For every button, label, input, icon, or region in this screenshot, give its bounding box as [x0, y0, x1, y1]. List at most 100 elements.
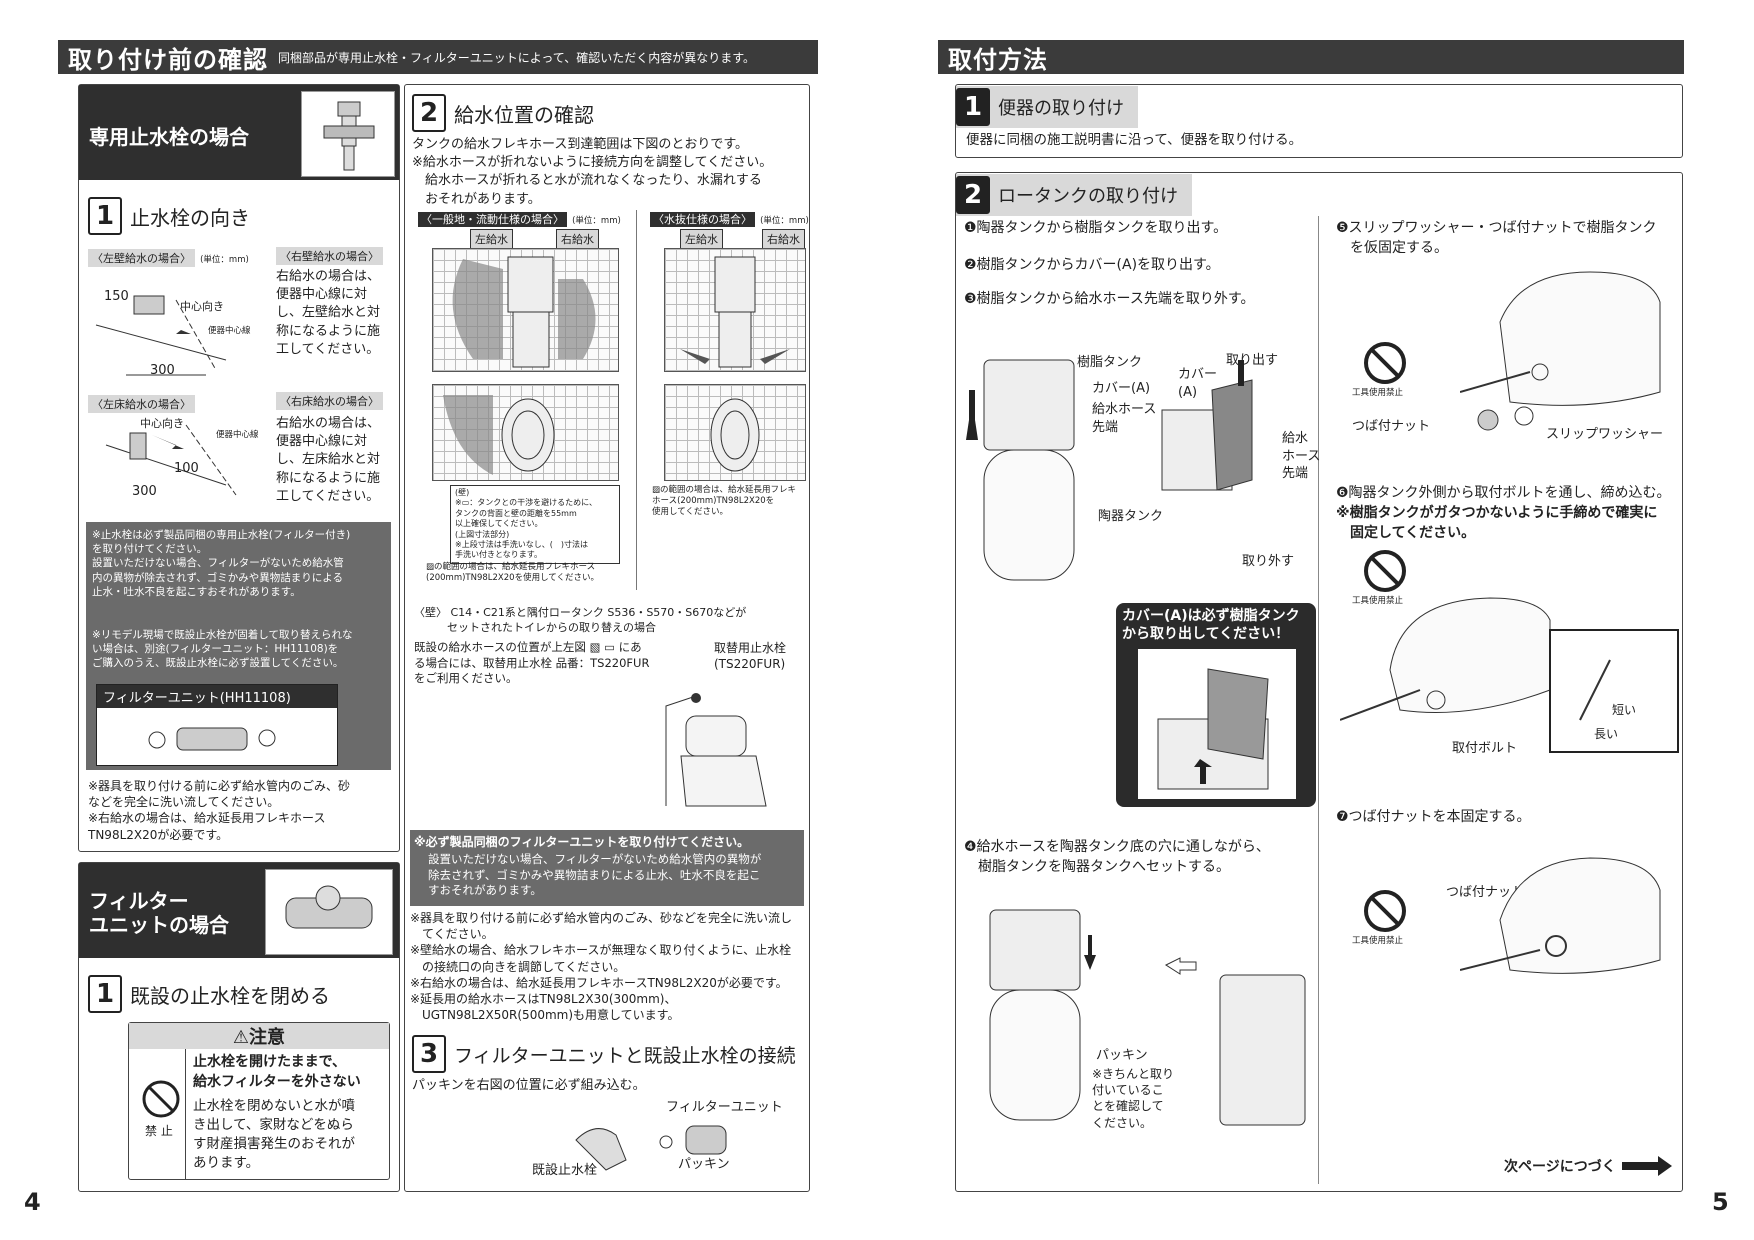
cover-removal-icon [1157, 668, 1269, 790]
filter-unit-image [265, 869, 393, 955]
step2-frame [404, 84, 810, 1192]
step2-title: 給水位置の確認 [454, 102, 594, 127]
no-tool-label: 工具使用禁止 [1352, 388, 1404, 398]
next-page-text: 次ページにつづく [1504, 1159, 1616, 1175]
step3-text: パッキンを右図の位置に必ず組み込む。 [412, 1078, 646, 1093]
diag2-unit: (単位：mm) [760, 216, 809, 226]
center-line-label: 便器中心線 [208, 326, 251, 336]
case-b-title: フィルター ユニットの場合 [89, 889, 229, 937]
instr-5: ❺スリップワッシャー・つば付ナットで樹脂タンク を仮固定する。 [1336, 220, 1657, 256]
tank-set-diagram [989, 909, 1306, 1126]
caution-divider [185, 1049, 186, 1179]
filter-unit-icon-2 [285, 885, 373, 929]
diag1-toilet-plan [443, 395, 555, 475]
dim-300a: 300 [150, 363, 175, 378]
right-page-header: 取付方法 [938, 40, 1684, 74]
cover-callout: カバー(A)は必ず樹脂タンク から取り出してください！ [1116, 603, 1316, 807]
washer-nut-icon [1477, 406, 1534, 431]
filter-unit-label: フィルターユニット(HH11108) [97, 685, 337, 708]
step1-heading: 1 止水栓の向き [88, 197, 250, 235]
diag2-note: ▨の範囲の場合は、給水延長用フレキ ホース(200mm)TN98L2X20を 使… [652, 485, 797, 518]
step2-heading: 2 給水位置の確認 [412, 94, 594, 132]
dim-150: 150 [104, 289, 129, 304]
no-tool-label-3: 工具使用禁止 [1352, 936, 1404, 946]
step2-number: 2 [412, 94, 446, 132]
instr-2: ❷樹脂タンクからカバー(A)を取り出す。 [964, 257, 1220, 273]
left-page-header: 取り付け前の確認 同梱部品が専用止水栓・フィルターユニットによって、確認いただく… [58, 40, 818, 74]
stop-valve-image [301, 91, 395, 177]
caution-bold: 止水栓を開けたままで、 給水フィルターを外さない [193, 1054, 361, 1090]
r-step1-text: 便器に同梱の施工説明書に沿って、便器を取り付ける。 [966, 132, 1303, 148]
no-tool-icon-2 [1364, 550, 1406, 592]
left-page-number: 4 [24, 1188, 41, 1216]
right-arrow-icon [1621, 1156, 1672, 1176]
lbl-ceramic-tank: 陶器タンク [1098, 509, 1164, 524]
case-b-frame [78, 862, 400, 1192]
diag1-left-supply: 左給水 [470, 229, 513, 249]
step3-heading: 3 フィルターユニットと既設止水栓の接続 [412, 1035, 796, 1073]
diag1-grid-top [432, 248, 619, 372]
step3-connection-diagram [575, 1125, 727, 1171]
step2-intro: タンクの給水フレキホース到達範囲は下図のとおりです。 ※給水ホースが折れないよう… [412, 137, 773, 207]
r-step2-number: 2 [956, 176, 990, 214]
lbl-packing: パッキン [1096, 1048, 1148, 1063]
no-tool-label-2: 工具使用禁止 [1352, 596, 1404, 606]
filter-note-box: ※止水栓は必ず製品同梱の専用止水栓(フィルター付き) を取り付けてください。 設… [86, 522, 391, 770]
diag2-grid-bottom [664, 384, 806, 481]
center-line-label-2: 便器中心線 [216, 430, 259, 440]
left-floor-tag: 〈左床給水の場合〉 [88, 395, 195, 413]
case-a-title: 専用止水栓の場合 [89, 125, 249, 149]
instr-3: ❸樹脂タンクから給水ホース先端を取り外す。 [964, 291, 1255, 307]
diag2-right-supply: 右給水 [762, 229, 805, 249]
case-b-header: フィルター ユニットの場合 [79, 863, 399, 958]
bolt-diagram [1340, 597, 1679, 753]
left-header-title: 取り付け前の確認 [68, 45, 268, 74]
instr-7: ❼つば付ナットを本固定する。 [1336, 809, 1531, 825]
r-step1-frame [955, 84, 1683, 158]
r-step2-title: ロータンクの取り付け [998, 186, 1178, 207]
diag1-title-text: 〈一般地・流動仕様の場合〉 [418, 212, 567, 227]
stepB1-title: 既設の止水栓を閉める [130, 983, 330, 1008]
instr-6: ❻陶器タンク外側から取付ボルトを通し、締め込む。 [1336, 485, 1671, 501]
lbl-flange-nut-2: つば付ナット [1446, 885, 1525, 900]
lbl-cover-a-2: カバー (A) [1178, 367, 1218, 400]
center-direction-label: 中心向き [180, 300, 224, 313]
left-note-after: ※器具を取り付ける前に必ず給水管内のごみ、砂 などを完全に洗い流してください。 … [88, 779, 351, 842]
cover-callout-image [1138, 649, 1296, 799]
diag1-grid-bottom [432, 384, 619, 481]
case-a-frame [78, 84, 400, 852]
step3-label-valve: 既設止水栓 [532, 1163, 598, 1178]
case-a-header: 専用止水栓の場合 [79, 85, 399, 180]
lbl-slip-washer: スリップワッシャー [1546, 427, 1664, 442]
diag-divider [636, 210, 637, 590]
diag1-right-supply: 右給水 [556, 229, 599, 249]
step3-title: フィルターユニットと既設止水栓の接続 [454, 1044, 796, 1067]
lbl-take-out: 取り出す [1226, 353, 1279, 368]
step2-gray-note-text: 設置いただけない場合、フィルターがないため給水管内の異物が 除去されず、ゴミかみ… [428, 852, 762, 898]
instr-6-note: ※樹脂タンクがガタつかないように手締めで確実に 固定してください。 [1336, 505, 1658, 541]
right-wall-text: 右給水の場合は、 便器中心線に対 し、左壁給水と対 称になるように施 工してくだ… [276, 269, 381, 357]
instr-4: ❹給水ホースを陶器タンク底の穴に通しながら、 樹脂タンクを陶器タンクへセットする… [964, 839, 1270, 875]
diag2-grid-top [664, 248, 806, 372]
left-wall-diagram [95, 295, 227, 376]
left-wall-label: 〈左壁給水の場合〉 [88, 249, 195, 267]
filter-unit-panel: フィルターユニット(HH11108) [96, 684, 338, 766]
lbl-long: 長い [1594, 727, 1619, 741]
filter-note-2: ※リモデル現場で既設止水栓が固着して取り替えられな い場合は、別途(フィルターユ… [92, 629, 353, 670]
step1-number: 1 [88, 197, 122, 235]
ban-icon [141, 1079, 181, 1123]
left-header-subtitle: 同梱部品が専用止水栓・フィルターユニットによって、確認いただく内容が異なります。 [278, 50, 756, 65]
lbl-short: 短い [1612, 703, 1637, 717]
replace-text: 既設の給水ホースの位置が上左図 ▧ ▭ にあ る場合には、取替用止水栓 品番：T… [414, 640, 650, 686]
lbl-resin-tank: 樹脂タンク [1077, 355, 1143, 370]
final-fix-diagram [1460, 857, 1661, 974]
r-col-divider [1318, 216, 1319, 1184]
lbl-flange-nut: つば付ナット [1352, 419, 1431, 434]
step3-label-packing: パッキン [678, 1157, 730, 1172]
diag1-unit: (単位：mm) [572, 216, 621, 226]
no-tool-icon-3 [1364, 890, 1406, 932]
diag2-toilet-elevation [680, 256, 790, 368]
left-wall-tag: 〈左壁給水の場合〉 (単位：mm) [88, 247, 249, 267]
left-floor-diagram [105, 424, 237, 496]
replace-label: 取替用止水栓 (TS220FUR) [714, 641, 787, 672]
